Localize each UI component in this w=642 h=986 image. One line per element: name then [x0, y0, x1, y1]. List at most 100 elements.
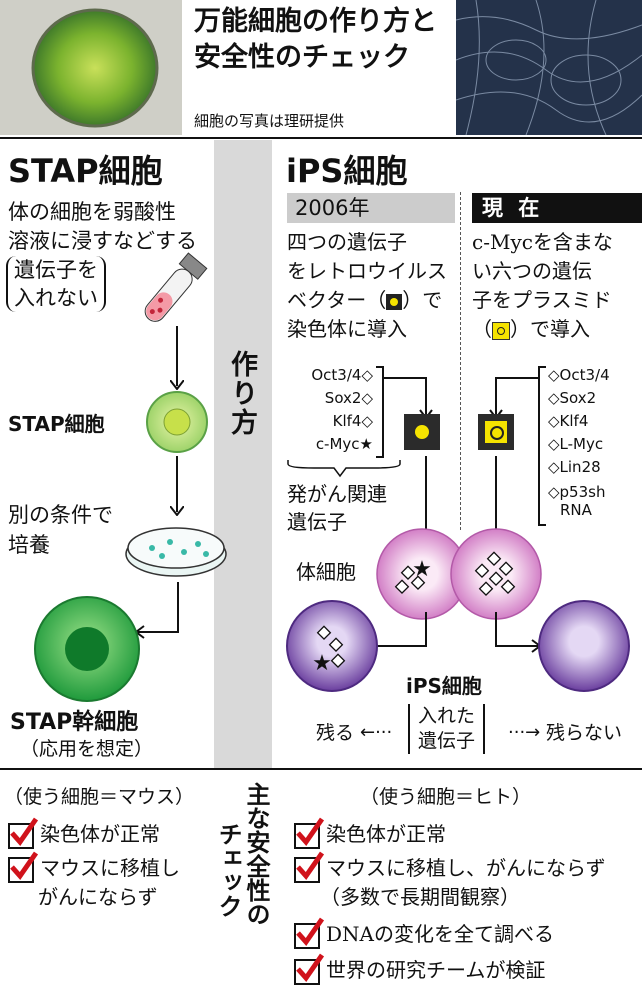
ips-cell-2006: ★ [286, 600, 378, 692]
stap-note: 遺伝子を 入れない [6, 256, 106, 312]
gene-now-6: ◇p53sh [548, 483, 606, 501]
desc-2006-line-3b: ）で [402, 288, 443, 312]
stap-cell [146, 391, 208, 453]
ips-check-1: 染色体が正常 [294, 817, 446, 849]
title-line-1: 万能細胞の作り方と [194, 6, 437, 37]
gene-list-now: ◇Oct3/4 ◇Sox2 ◇Klf4 ◇L-Myc ◇Lin28 ◇p53sh… [548, 364, 610, 519]
stap-stem-cell [34, 596, 140, 702]
gene-now-1: ◇Oct3/4 [548, 366, 610, 384]
desc-now-line-2: い六つの遺伝 [472, 259, 592, 283]
retrovirus-vector-icon [404, 414, 440, 450]
ips-user: （使う細胞＝ヒト） [360, 786, 532, 808]
remains-label: 残る [316, 722, 355, 744]
ips-photo [456, 0, 642, 135]
svg-text:★: ★ [312, 651, 332, 676]
petri-dish-icon [125, 527, 227, 577]
gene-2006-2: Sox2◇ [324, 389, 373, 407]
stap-culture-line-2: 培養 [8, 533, 50, 557]
not-remain-arrow: ···→ [508, 722, 541, 743]
ips-check-2-line-1: マウスに移植し、がんにならず [326, 856, 606, 880]
check-icon [294, 917, 324, 949]
desc-2006-line-1: 四つの遺伝子 [287, 230, 407, 254]
check-icon [294, 817, 324, 849]
stap-user: （使う細胞＝マウス） [4, 786, 195, 808]
check-icon [294, 953, 324, 985]
check-title-col2: チェック [214, 822, 243, 918]
gene-now-5: ◇Lin28 [548, 458, 601, 476]
gene-2006-4: c-Myc★ [315, 435, 373, 453]
remains-arrow: ←··· [360, 722, 393, 743]
check-icon [8, 851, 38, 883]
somatic-cell-now [450, 528, 542, 620]
tag-now: 現 在 [472, 193, 642, 223]
desc-2006-line-2: をレトロウイルス [287, 259, 447, 283]
stap-process: 体の細胞を弱酸性 溶液に浸すなどする [8, 198, 197, 256]
stap-arrow-2 [176, 456, 178, 512]
ips-cell-label: iPS細胞 [406, 674, 482, 698]
gene-now-4: ◇L-Myc [548, 435, 604, 453]
stap-check-1-text: 染色体が正常 [40, 822, 160, 846]
ips-check-2-line-2: （多数で長期間観察） [320, 884, 520, 909]
check-title: 主な安全性のチェック [214, 782, 271, 986]
svg-text:★: ★ [412, 557, 432, 582]
plasmid-icon [478, 414, 514, 450]
column-divider [460, 192, 461, 530]
somatic-label: 体細胞 [296, 560, 356, 584]
check-divider [0, 768, 642, 770]
desc-2006-line-4: 染色体に導入 [287, 317, 407, 341]
desc-now-line-4b: ）で導入 [510, 317, 590, 341]
onco-label: 発がん関連 遺伝子 [287, 480, 387, 536]
header-title: 万能細胞の作り方と 安全性のチェック [194, 4, 437, 76]
vector-icon-inline [386, 293, 403, 310]
onco-line-2: 遺伝子 [287, 510, 347, 534]
gene-bracket-2006 [376, 366, 384, 458]
gene-2006-3: Klf4◇ [332, 412, 373, 430]
stap-photo [0, 0, 182, 135]
ips-check-2: マウスに移植し、がんにならず （多数で長期間観察） [294, 851, 606, 911]
stap-note-line-1: 遺伝子を [14, 258, 98, 282]
desc-2006-line-3: ベクター（ ）で [287, 286, 447, 315]
ips-check-4: 世界の研究チームが検証 [294, 953, 546, 985]
stap-culture-line-1: 別の条件で [8, 503, 113, 527]
ips-check-3-text: DNAの変化を全て調べる [326, 922, 554, 946]
desc-2006: 四つの遺伝子 をレトロウイルス ベクター（ ）で 染色体に導入 [287, 228, 447, 344]
gene-list-2006: Oct3/4◇ Sox2◇ Klf4◇ c-Myc★ [287, 364, 373, 456]
stap-check-1: 染色体が正常 [8, 817, 160, 849]
stap-cell-label: STAP細胞 [8, 412, 105, 436]
desc-now-line-1: c-Mycを含まな [472, 230, 613, 254]
ips-check-4-text: 世界の研究チームが検証 [326, 958, 546, 982]
arrowhead-2 [170, 506, 184, 516]
desc-2006-line-3a: ベクター（ [287, 288, 387, 312]
stap-note-line-2: 入れない [14, 286, 98, 310]
arrowhead-1 [170, 380, 184, 390]
onco-line-1: 発がん関連 [287, 482, 387, 506]
onco-bracket [287, 460, 401, 478]
ips-cell-now [538, 600, 630, 692]
stap-arrow-1 [176, 326, 178, 386]
desc-now-line-4a: （ [472, 317, 492, 341]
tag-2006: 2006年 [287, 193, 455, 223]
plasmid-icon-inline [492, 321, 510, 340]
gene-bracket-now [538, 366, 546, 526]
stap-process-line-1: 体の細胞を弱酸性 [8, 200, 176, 224]
check-title-col1: 主な安全性の [242, 782, 271, 926]
stap-stem-note: （応用を想定） [20, 738, 154, 760]
gene-now-2: ◇Sox2 [548, 389, 597, 407]
not-remain-label: 残らない [546, 722, 623, 744]
ips-check-3: DNAの変化を全て調べる [294, 917, 554, 949]
somatic-cell-2006: ★ [376, 528, 468, 620]
gene-now-7: RNA [560, 501, 592, 519]
inserted-genes: 入れた 遺伝子 [408, 704, 486, 754]
desc-now-line-4: （ ）で導入 [472, 315, 613, 344]
stap-heading: STAP細胞 [8, 152, 163, 190]
stap-check-2: マウスに移植し がんにならず [8, 851, 180, 911]
center-band [214, 140, 272, 768]
ips-heading: iPS細胞 [286, 152, 408, 190]
check-icon [8, 817, 38, 849]
stap-culture: 別の条件で 培養 [8, 500, 113, 560]
method-label: 作り方 [226, 350, 257, 437]
stap-stem-label: STAP幹細胞 [10, 710, 139, 735]
header-divider [0, 137, 642, 139]
inserted-line-1: 入れた [418, 705, 476, 727]
stap-check-2-line-1: マウスに移植し [40, 856, 180, 880]
